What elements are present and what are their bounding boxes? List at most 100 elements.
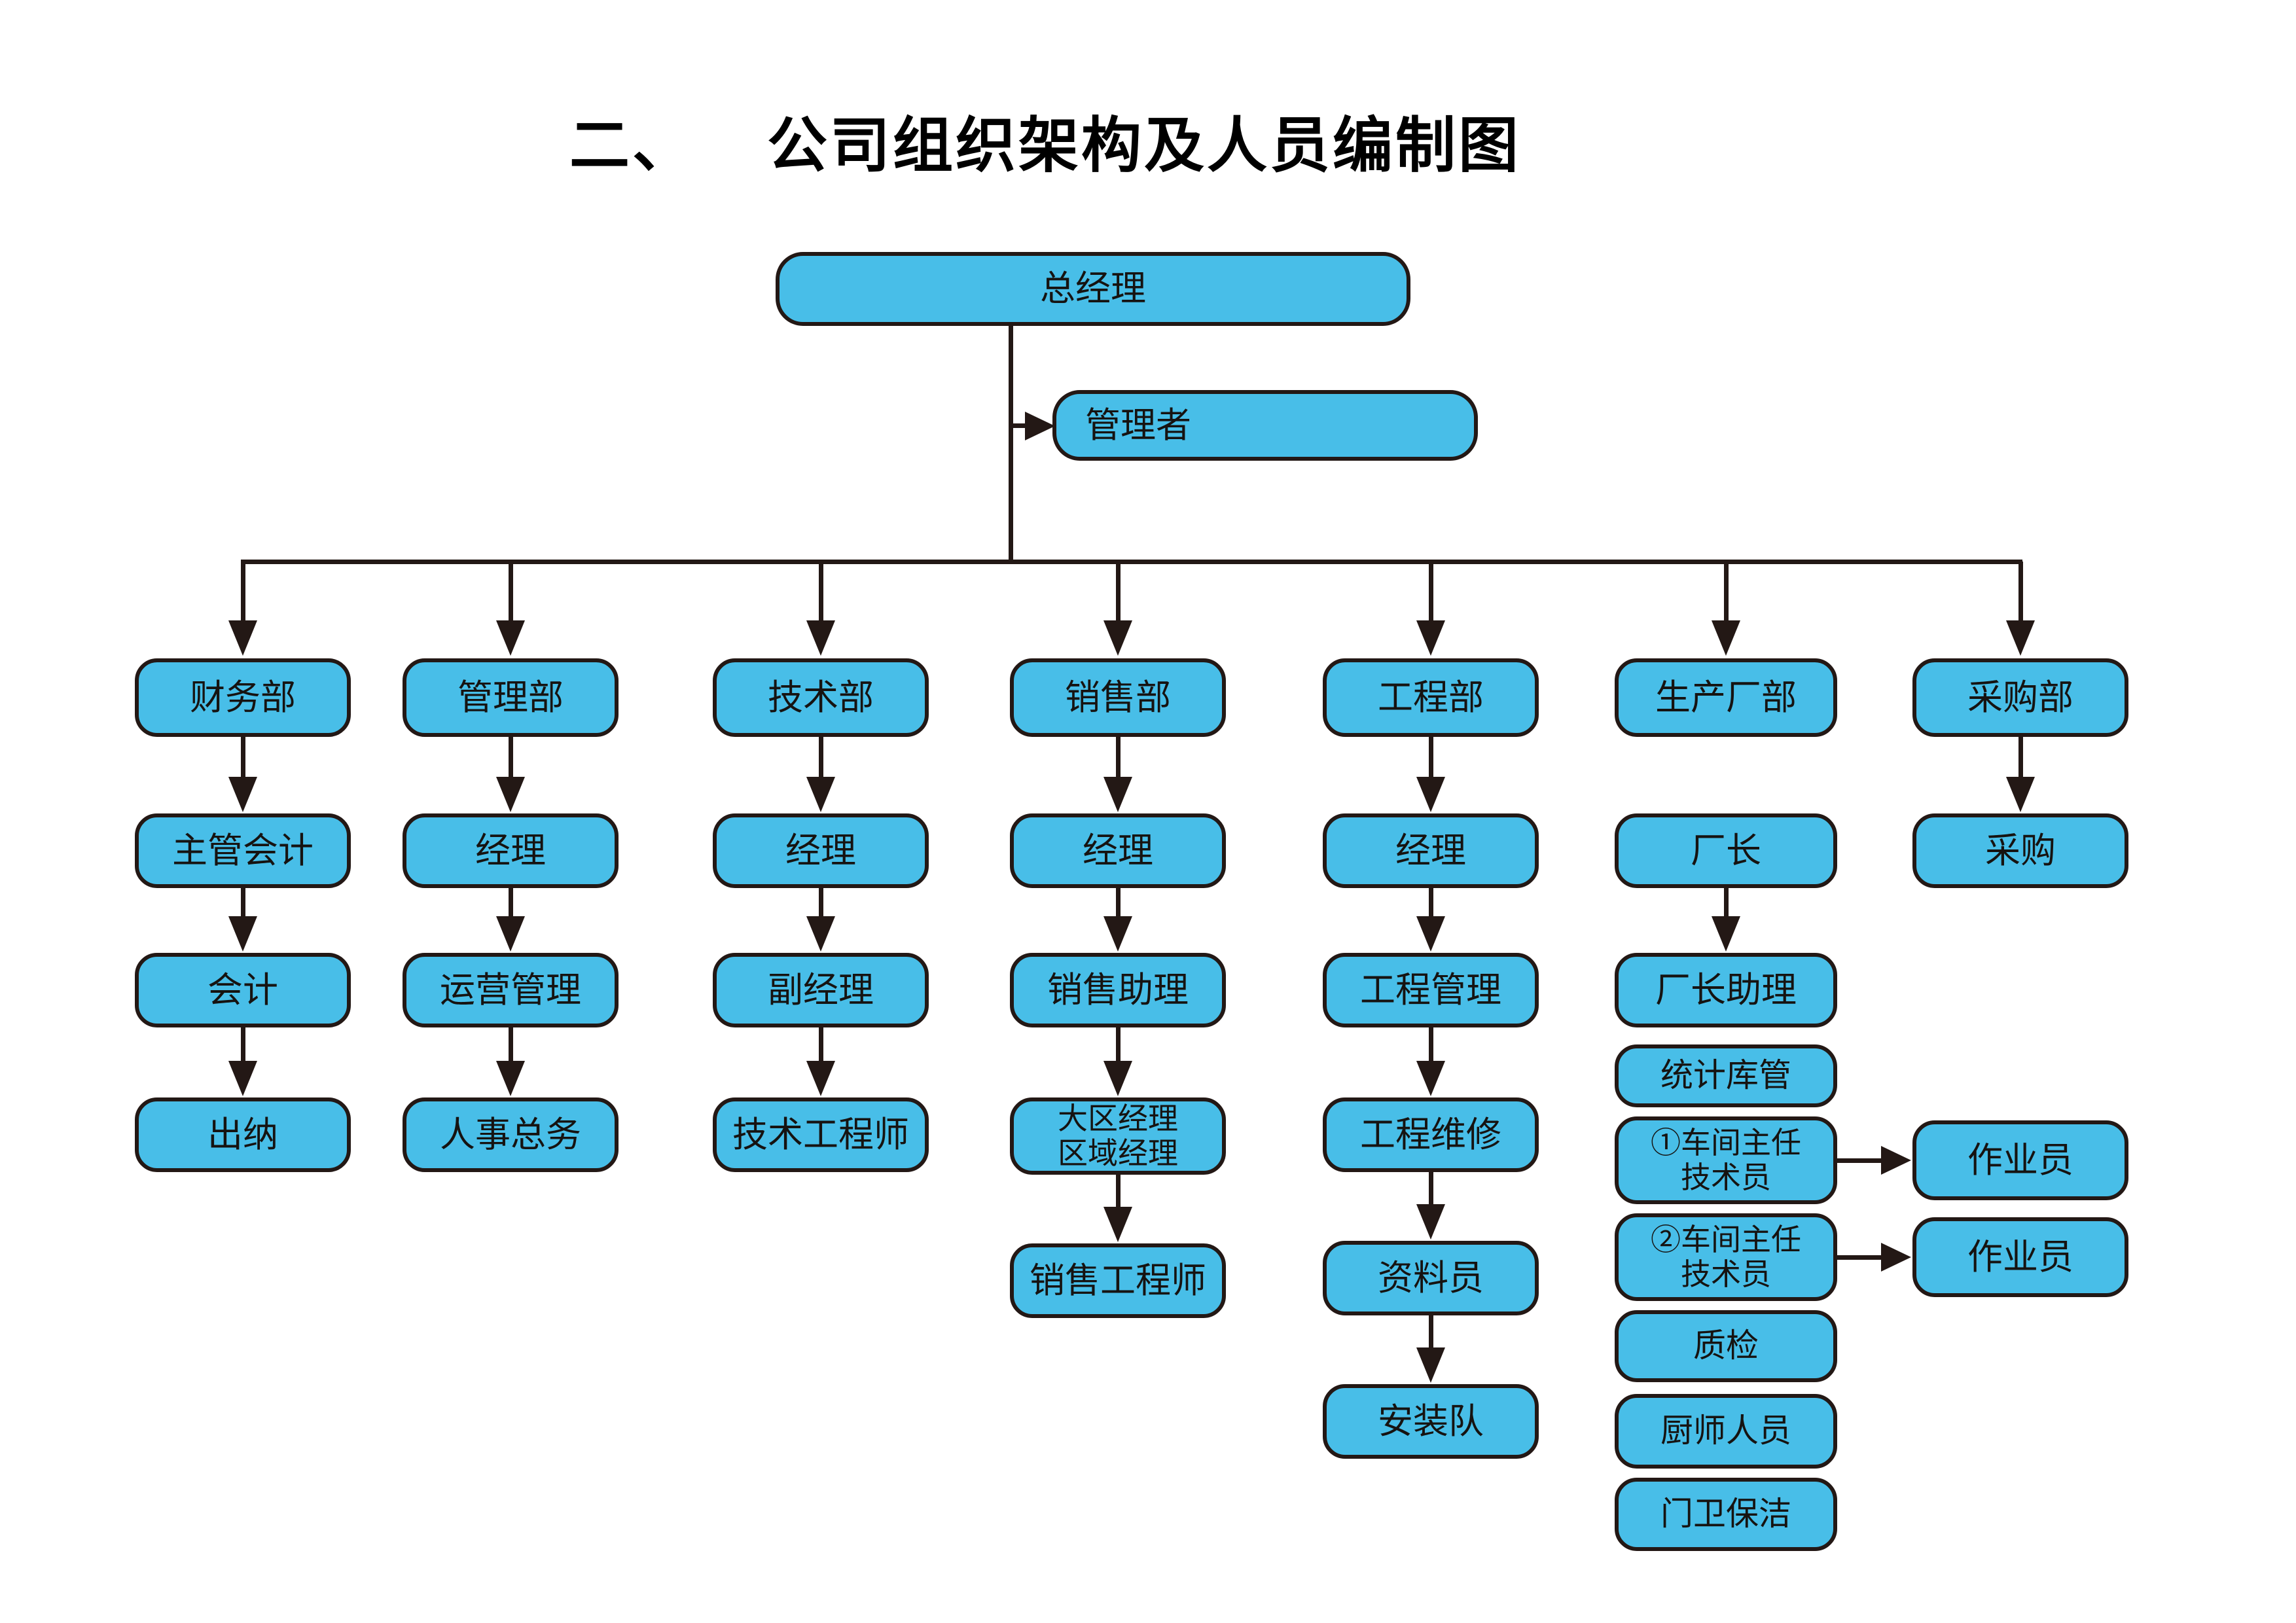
- node-label: 厂长助理: [1655, 970, 1797, 1010]
- node-label: 厂长: [1691, 830, 1761, 870]
- prod-director-assistant: 厂长助理: [1615, 953, 1837, 1027]
- admin-hr-general-affairs: 人事总务: [403, 1097, 619, 1172]
- finance-chief-accountant: 主管会计: [135, 813, 351, 888]
- arrowhead: [1416, 1061, 1445, 1096]
- admin-manager: 经理: [403, 813, 619, 888]
- arrowhead: [1416, 1204, 1445, 1240]
- purchasing-buyer: 采购: [1912, 813, 2128, 888]
- node-label: 技术工程师: [732, 1115, 909, 1154]
- node-label: 工程管理: [1360, 970, 1501, 1010]
- arrowhead: [496, 916, 525, 952]
- node-label: ①车间主任: [1651, 1126, 1801, 1160]
- node-label: 管理部: [457, 677, 564, 717]
- node-label: 销售部: [1065, 677, 1171, 717]
- node-general-manager: 总经理: [776, 252, 1410, 326]
- node-label: 作业员: [1967, 1140, 2073, 1180]
- arrowhead: [1416, 1347, 1445, 1383]
- connector-arrow: [1429, 1172, 1433, 1205]
- node-label: 技术部: [768, 677, 874, 717]
- node-label: 技术员: [1681, 1160, 1771, 1194]
- connector-arrow: [1116, 737, 1121, 778]
- eng-maintenance: 工程维修: [1323, 1097, 1539, 1172]
- arrowhead: [1712, 916, 1740, 952]
- node-label: 总经理: [1040, 269, 1146, 309]
- connector-arrow: [1429, 737, 1433, 778]
- arrowhead-drop: [1712, 620, 1740, 656]
- prod-factory-director: 厂长: [1615, 813, 1837, 888]
- tech-manager: 经理: [713, 813, 929, 888]
- dept-production: 生产厂部: [1615, 658, 1837, 737]
- prod-kitchen-staff: 厨师人员: [1615, 1394, 1837, 1469]
- connector-drop: [1429, 562, 1433, 623]
- operator-2: 作业员: [1912, 1217, 2128, 1297]
- connector-arrow: [509, 888, 513, 918]
- arrowhead-drop: [1416, 620, 1445, 656]
- node-label: 安装队: [1378, 1401, 1484, 1441]
- node-label: 门卫保洁: [1660, 1495, 1791, 1533]
- node-label: 采购部: [1967, 677, 2073, 717]
- finance-accountant: 会计: [135, 953, 351, 1027]
- connector-arrow: [1429, 1027, 1433, 1062]
- dept-sales: 销售部: [1010, 658, 1226, 737]
- node-label: 经理: [785, 830, 856, 870]
- node-label: 会计: [207, 970, 278, 1010]
- connector-arrow: [819, 888, 823, 918]
- page-title: 二、公司组织架构及人员编制图: [569, 97, 1521, 184]
- connector-drop: [2018, 562, 2023, 623]
- eng-management: 工程管理: [1323, 953, 1539, 1027]
- connector-arrow: [509, 737, 513, 778]
- node-label: 销售工程师: [1030, 1260, 1206, 1300]
- node-label: 资料员: [1378, 1258, 1484, 1298]
- connector-arrow: [2018, 737, 2023, 778]
- prod-quality-inspection: 质检: [1615, 1310, 1837, 1382]
- arrowhead: [228, 1061, 257, 1096]
- node-label: 采购: [1985, 830, 2056, 870]
- tech-deputy-manager: 副经理: [713, 953, 929, 1027]
- arrowhead-drop: [228, 620, 257, 656]
- connector-arrow: [1116, 888, 1121, 918]
- connector-arrow: [1116, 1027, 1121, 1062]
- connector-drop: [241, 562, 245, 623]
- connector-drop: [1116, 562, 1121, 623]
- node-label: 人事总务: [440, 1115, 581, 1154]
- sales-assistant: 销售助理: [1010, 953, 1226, 1027]
- node-label: 厨师人员: [1660, 1412, 1791, 1450]
- prod-gate-cleaning: 门卫保洁: [1615, 1478, 1837, 1551]
- node-label: 经理: [1083, 830, 1153, 870]
- connector-arrow: [241, 1027, 245, 1062]
- prod-workshop1-director-technician: ①车间主任技术员: [1615, 1116, 1837, 1204]
- arrowhead-right: [1881, 1243, 1911, 1272]
- sales-regional-manager: 大区经理区域经理: [1010, 1097, 1226, 1175]
- eng-installation-team: 安装队: [1323, 1384, 1539, 1459]
- prod-stats-warehouse: 统计库管: [1615, 1044, 1837, 1107]
- arrowhead: [496, 777, 525, 812]
- arrowhead: [2006, 777, 2035, 812]
- node-label: 经理: [475, 830, 546, 870]
- node-label: 销售助理: [1047, 970, 1189, 1010]
- arrowhead: [228, 916, 257, 952]
- connector-arrow: [1837, 1255, 1881, 1260]
- connector-distributor: [241, 560, 2022, 564]
- arrowhead-right: [1881, 1146, 1911, 1175]
- prod-workshop2-director-technician: ②车间主任技术员: [1615, 1213, 1837, 1301]
- arrowhead-drop: [806, 620, 835, 656]
- connector-arrow: [1116, 1175, 1121, 1208]
- node-label: 生产厂部: [1655, 677, 1797, 717]
- connector-arrow: [241, 737, 245, 778]
- connector-drop: [509, 562, 513, 623]
- node-label: ②车间主任: [1651, 1222, 1801, 1257]
- connector-arrow: [509, 1027, 513, 1062]
- arrowhead: [228, 777, 257, 812]
- node-label: 经理: [1395, 830, 1466, 870]
- dept-engineering: 工程部: [1323, 658, 1539, 737]
- connector-arrow: [241, 888, 245, 918]
- connector-arrow: [1429, 1315, 1433, 1349]
- arrowhead: [1103, 777, 1132, 812]
- node-label: 出纳: [207, 1115, 278, 1154]
- arrowhead-to-manager: [1025, 412, 1055, 440]
- node-label: 工程维修: [1360, 1115, 1501, 1154]
- node-label: 统计库管: [1660, 1057, 1791, 1094]
- arrowhead: [806, 777, 835, 812]
- admin-operations: 运营管理: [403, 953, 619, 1027]
- sales-manager: 经理: [1010, 813, 1226, 888]
